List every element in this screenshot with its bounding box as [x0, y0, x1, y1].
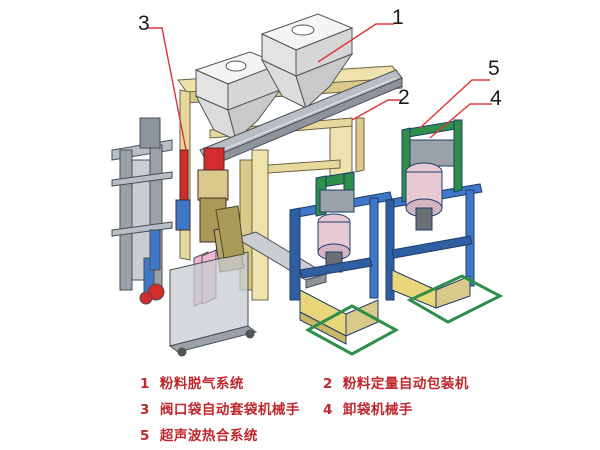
callout-line-1: [317, 23, 394, 63]
callout-number-3: 3: [138, 12, 150, 35]
legend-item-5: 5 超声波热合系统: [140, 424, 258, 444]
legend-label: 粉料定量自动包装机: [342, 376, 469, 392]
hopper-right: [260, 13, 354, 109]
callout-number-5: 5: [488, 57, 500, 80]
discharge-chute: [215, 205, 245, 259]
callout-line-5: [419, 79, 490, 129]
legend-number: 4: [323, 402, 333, 418]
legend-number: 3: [140, 402, 150, 418]
callout-lines: [148, 23, 492, 151]
callout-line-2: [351, 99, 402, 121]
legend-number: 5: [140, 428, 150, 444]
legend-label: 阀口袋自动套袋机械手: [159, 402, 300, 418]
callout-number-4: 4: [490, 87, 502, 110]
callout-line-3: [148, 27, 187, 151]
callout-line-4: [429, 103, 492, 139]
legend-label: 超声波热合系统: [159, 428, 258, 444]
bag-feeder-column: [111, 117, 173, 305]
legend-item-1: 1 粉料脱气系统: [140, 372, 244, 392]
legend-number: 2: [323, 376, 333, 392]
bag-cart: [168, 249, 258, 357]
packing-machine-b: [385, 119, 504, 324]
legend-item-4: 4 卸袋机械手: [323, 398, 413, 418]
legend-item-2: 2 粉料定量自动包装机: [323, 372, 469, 392]
legend-item-3: 3 阀口袋自动套袋机械手: [140, 398, 300, 418]
callout-number-2: 2: [398, 86, 410, 109]
legend-label: 粉料脱气系统: [159, 376, 244, 392]
packing-machine-a: [289, 171, 400, 356]
legend-number: 1: [140, 376, 150, 392]
callout-numbers: 1 2 3 4 5: [138, 6, 502, 110]
callout-number-1: 1: [392, 6, 404, 29]
legend-label: 卸袋机械手: [342, 402, 413, 418]
